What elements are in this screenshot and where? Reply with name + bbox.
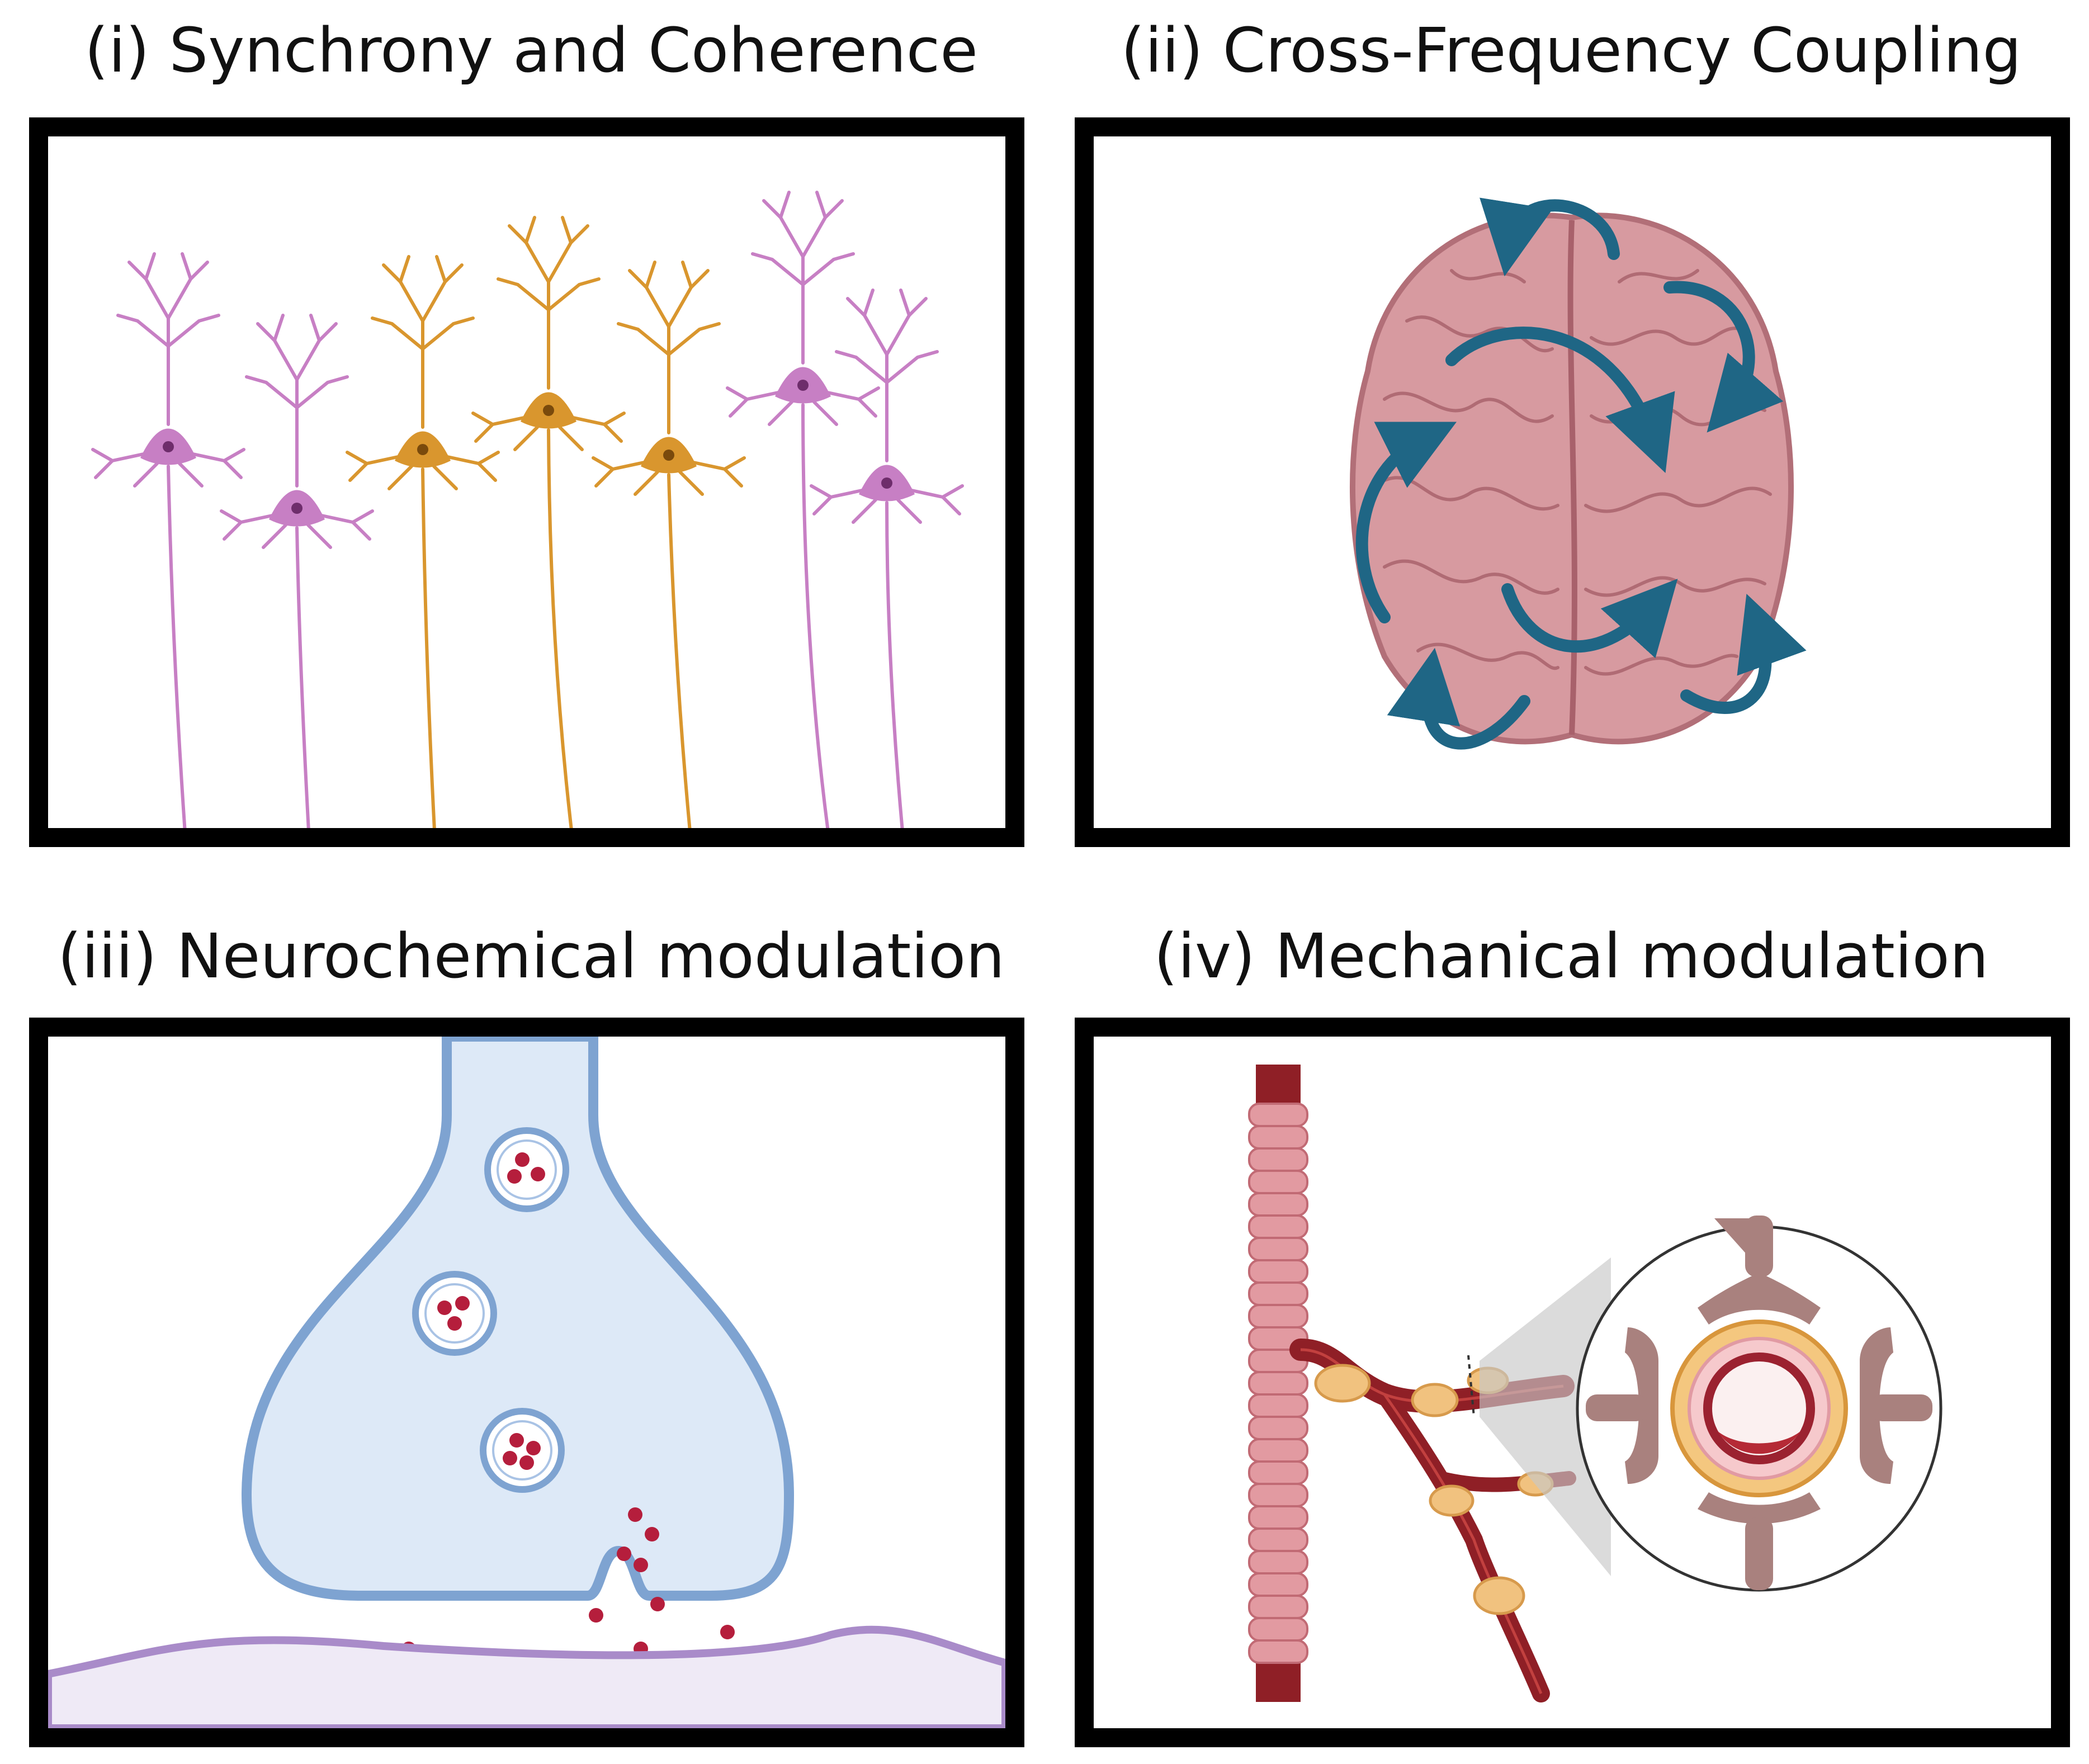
neuron-pink-4 — [811, 290, 962, 828]
neurons-illustration — [48, 136, 1005, 828]
panel-mechanical — [1075, 1018, 2070, 1747]
circular-arrow-icon — [1445, 327, 1675, 474]
neuron-orange-1 — [347, 257, 498, 828]
panel-cross-frequency — [1075, 117, 2070, 847]
panel-title-neurochemical: (iii) Neurochemical modulation — [58, 920, 1005, 992]
panel-title-cross-frequency: (ii) Cross-Frequency Coupling — [1121, 15, 2022, 86]
blood-vessel-icon — [1248, 1065, 1576, 1702]
circular-arrow-icon — [1663, 281, 1784, 433]
neuron-pink-3 — [727, 192, 878, 828]
circular-arrow-icon — [1387, 647, 1530, 750]
cross-section-cut-line — [1467, 1355, 1475, 1417]
neuron-pink-1 — [93, 254, 244, 828]
presynaptic-terminal — [241, 1037, 795, 1601]
astrocyte-icon — [1314, 1364, 1554, 1615]
panel-title-mechanical: (iv) Mechanical modulation — [1154, 920, 1989, 992]
zoom-cone — [1480, 1257, 1611, 1576]
brain-illustration — [1350, 197, 1807, 750]
circular-arrow-icon — [1355, 422, 1457, 623]
panel-neurochemical — [29, 1018, 1024, 1747]
synaptic-vesicles — [412, 1127, 569, 1493]
panel-synchrony — [29, 117, 1024, 847]
circular-arrow-icon — [1680, 593, 1807, 714]
circular-arrow-icon — [1480, 197, 1620, 277]
synaptic-vesicle-icon — [480, 1408, 565, 1493]
brain-icon — [1350, 212, 1794, 745]
postsynaptic-membrane — [48, 1625, 1005, 1728]
synaptic-vesicle-icon — [412, 1271, 497, 1356]
synaptic-vesicle-icon — [484, 1127, 569, 1212]
circular-arrow-icon — [1501, 579, 1678, 659]
vessel-cross-section-icon — [1576, 1216, 1943, 1592]
vessel-illustration — [1248, 1065, 1943, 1702]
neuron-orange-2 — [473, 217, 624, 828]
coupling-arrows — [1355, 197, 1807, 750]
neuron-pink-2 — [221, 315, 372, 828]
neuron-orange-3 — [593, 262, 744, 828]
panel-title-synchrony: (i) Synchrony and Coherence — [84, 15, 978, 86]
synapse-illustration — [48, 1037, 1005, 1728]
